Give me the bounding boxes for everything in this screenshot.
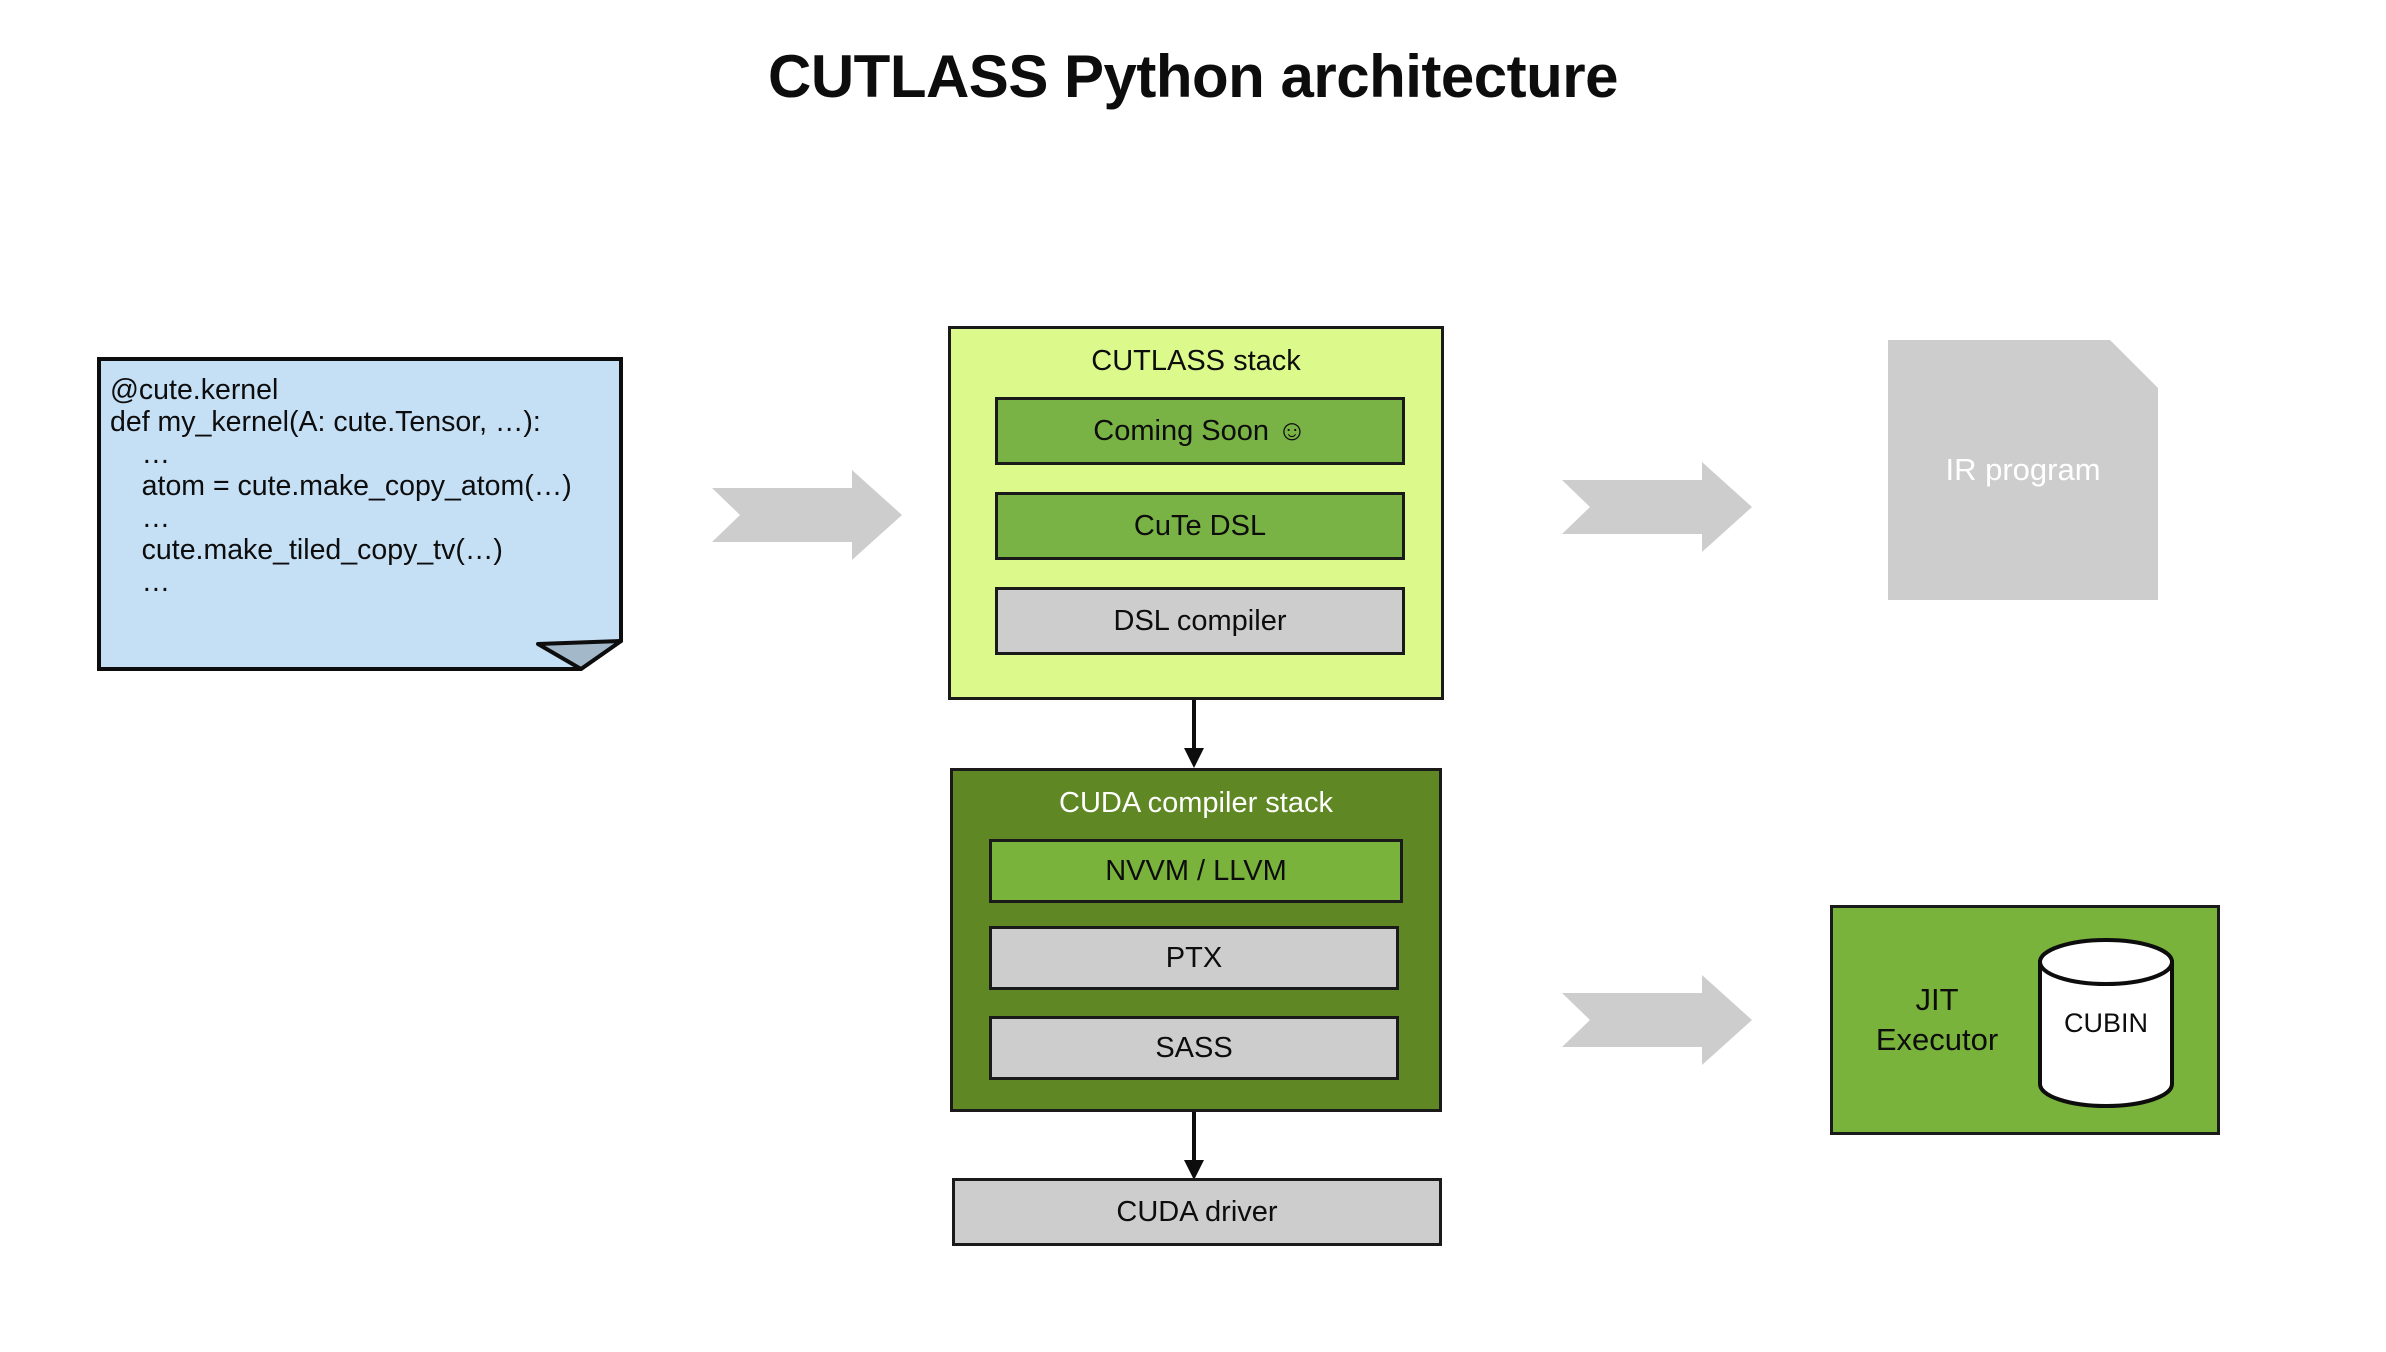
arrow-cutlass-to-ir	[1562, 462, 1752, 552]
cubin-database-icon: CUBIN	[2036, 938, 2176, 1108]
cutlass-box-cute-dsl[interactable]: CuTe DSL	[995, 492, 1405, 560]
cutlass-stack-container: CUTLASS stack Coming Soon ☺ CuTe DSL DSL…	[948, 326, 1444, 700]
cutlass-box-coming-soon[interactable]: Coming Soon ☺	[995, 397, 1405, 465]
cuda-driver-box[interactable]: CUDA driver	[952, 1178, 1442, 1246]
jit-executor-label: JIT Executor	[1875, 982, 1999, 1057]
cutlass-stack-title: CUTLASS stack	[1091, 345, 1301, 377]
ir-program-document: IR program	[1888, 340, 2158, 600]
ir-program-label: IR program	[1945, 452, 2101, 487]
code-note-text: @cute.kernel def my_kernel(A: cute.Tenso…	[110, 374, 572, 598]
document-shape	[1888, 340, 2158, 600]
cuda-stack-title: CUDA compiler stack	[1059, 787, 1333, 819]
cuda-box-nvvm-llvm[interactable]: NVVM / LLVM	[989, 839, 1403, 903]
cutlass-box-dsl-compiler[interactable]: DSL compiler	[995, 587, 1405, 655]
cuda-box-ptx[interactable]: PTX	[989, 926, 1399, 990]
cuda-box-sass[interactable]: SASS	[989, 1016, 1399, 1080]
cuda-compiler-stack-container: CUDA compiler stack NVVM / LLVM PTX SASS	[950, 768, 1442, 1112]
note-shape	[97, 357, 623, 671]
arrow-cuda-to-jit	[1562, 975, 1752, 1065]
arrow-code-to-cutlass	[712, 470, 902, 560]
jit-executor-box[interactable]: JIT Executor CUBIN	[1830, 905, 2220, 1135]
page-title: CUTLASS Python architecture	[768, 43, 1618, 110]
code-note-card: @cute.kernel def my_kernel(A: cute.Tenso…	[96, 356, 624, 672]
arrow-cuda-to-driver	[1184, 1112, 1204, 1180]
arrow-cutlass-to-cuda	[1184, 700, 1204, 768]
cylinder-shape	[2038, 938, 2174, 1108]
cubin-label: CUBIN	[2063, 1007, 2148, 1038]
